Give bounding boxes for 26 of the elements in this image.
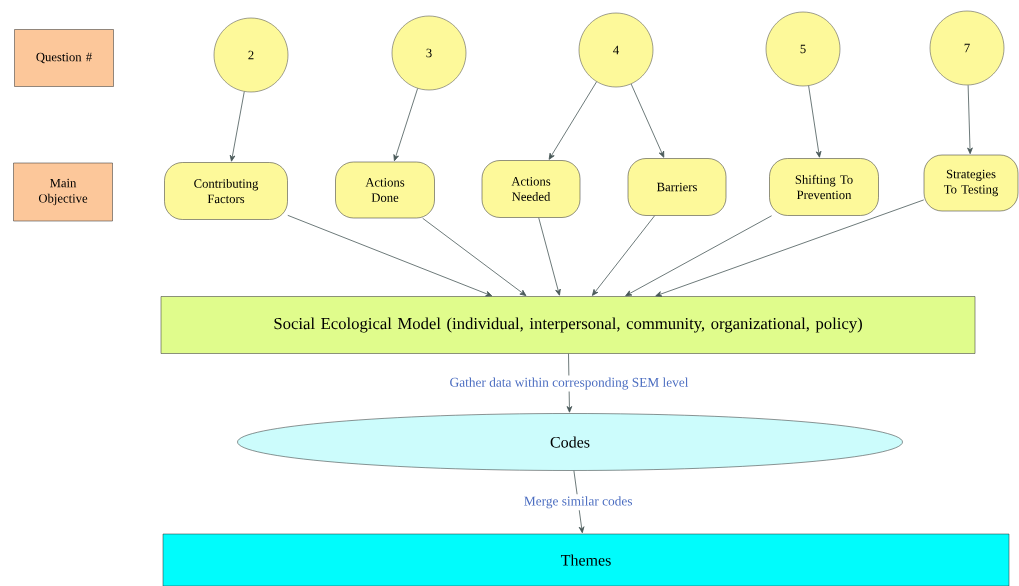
arrow [808,85,822,158]
themes-box: Themes [162,533,1010,586]
arrow [229,91,245,162]
edge-label: Merge similar codes [521,494,635,511]
arrow [592,215,655,296]
objective-box: Barriers [627,158,727,216]
objective-box: Shifting To Prevention [769,158,879,216]
arrow [967,84,973,155]
arrow [393,88,418,162]
arrow [548,81,597,160]
arrow [630,83,665,158]
arrow [287,214,493,297]
arrow [422,217,527,296]
arrow [538,217,561,296]
objective-box: Actions Done [335,161,435,219]
objective-box: Strategies To Testing [923,154,1019,212]
arrow [625,215,772,297]
model-box: Social Ecological Model (individual, interpersonal, community, organizational, policy) [160,296,976,354]
question-label-box: Question # [14,29,114,87]
objective-box: Actions Needed [481,160,581,218]
objective-box: Contributing Factors [164,162,288,220]
arrow [655,199,925,297]
question-label-box: Main Objective [13,162,113,222]
edge-label: Gather data within corresponding SEM level [447,375,691,392]
arrow [566,353,573,413]
arrow [573,470,585,534]
